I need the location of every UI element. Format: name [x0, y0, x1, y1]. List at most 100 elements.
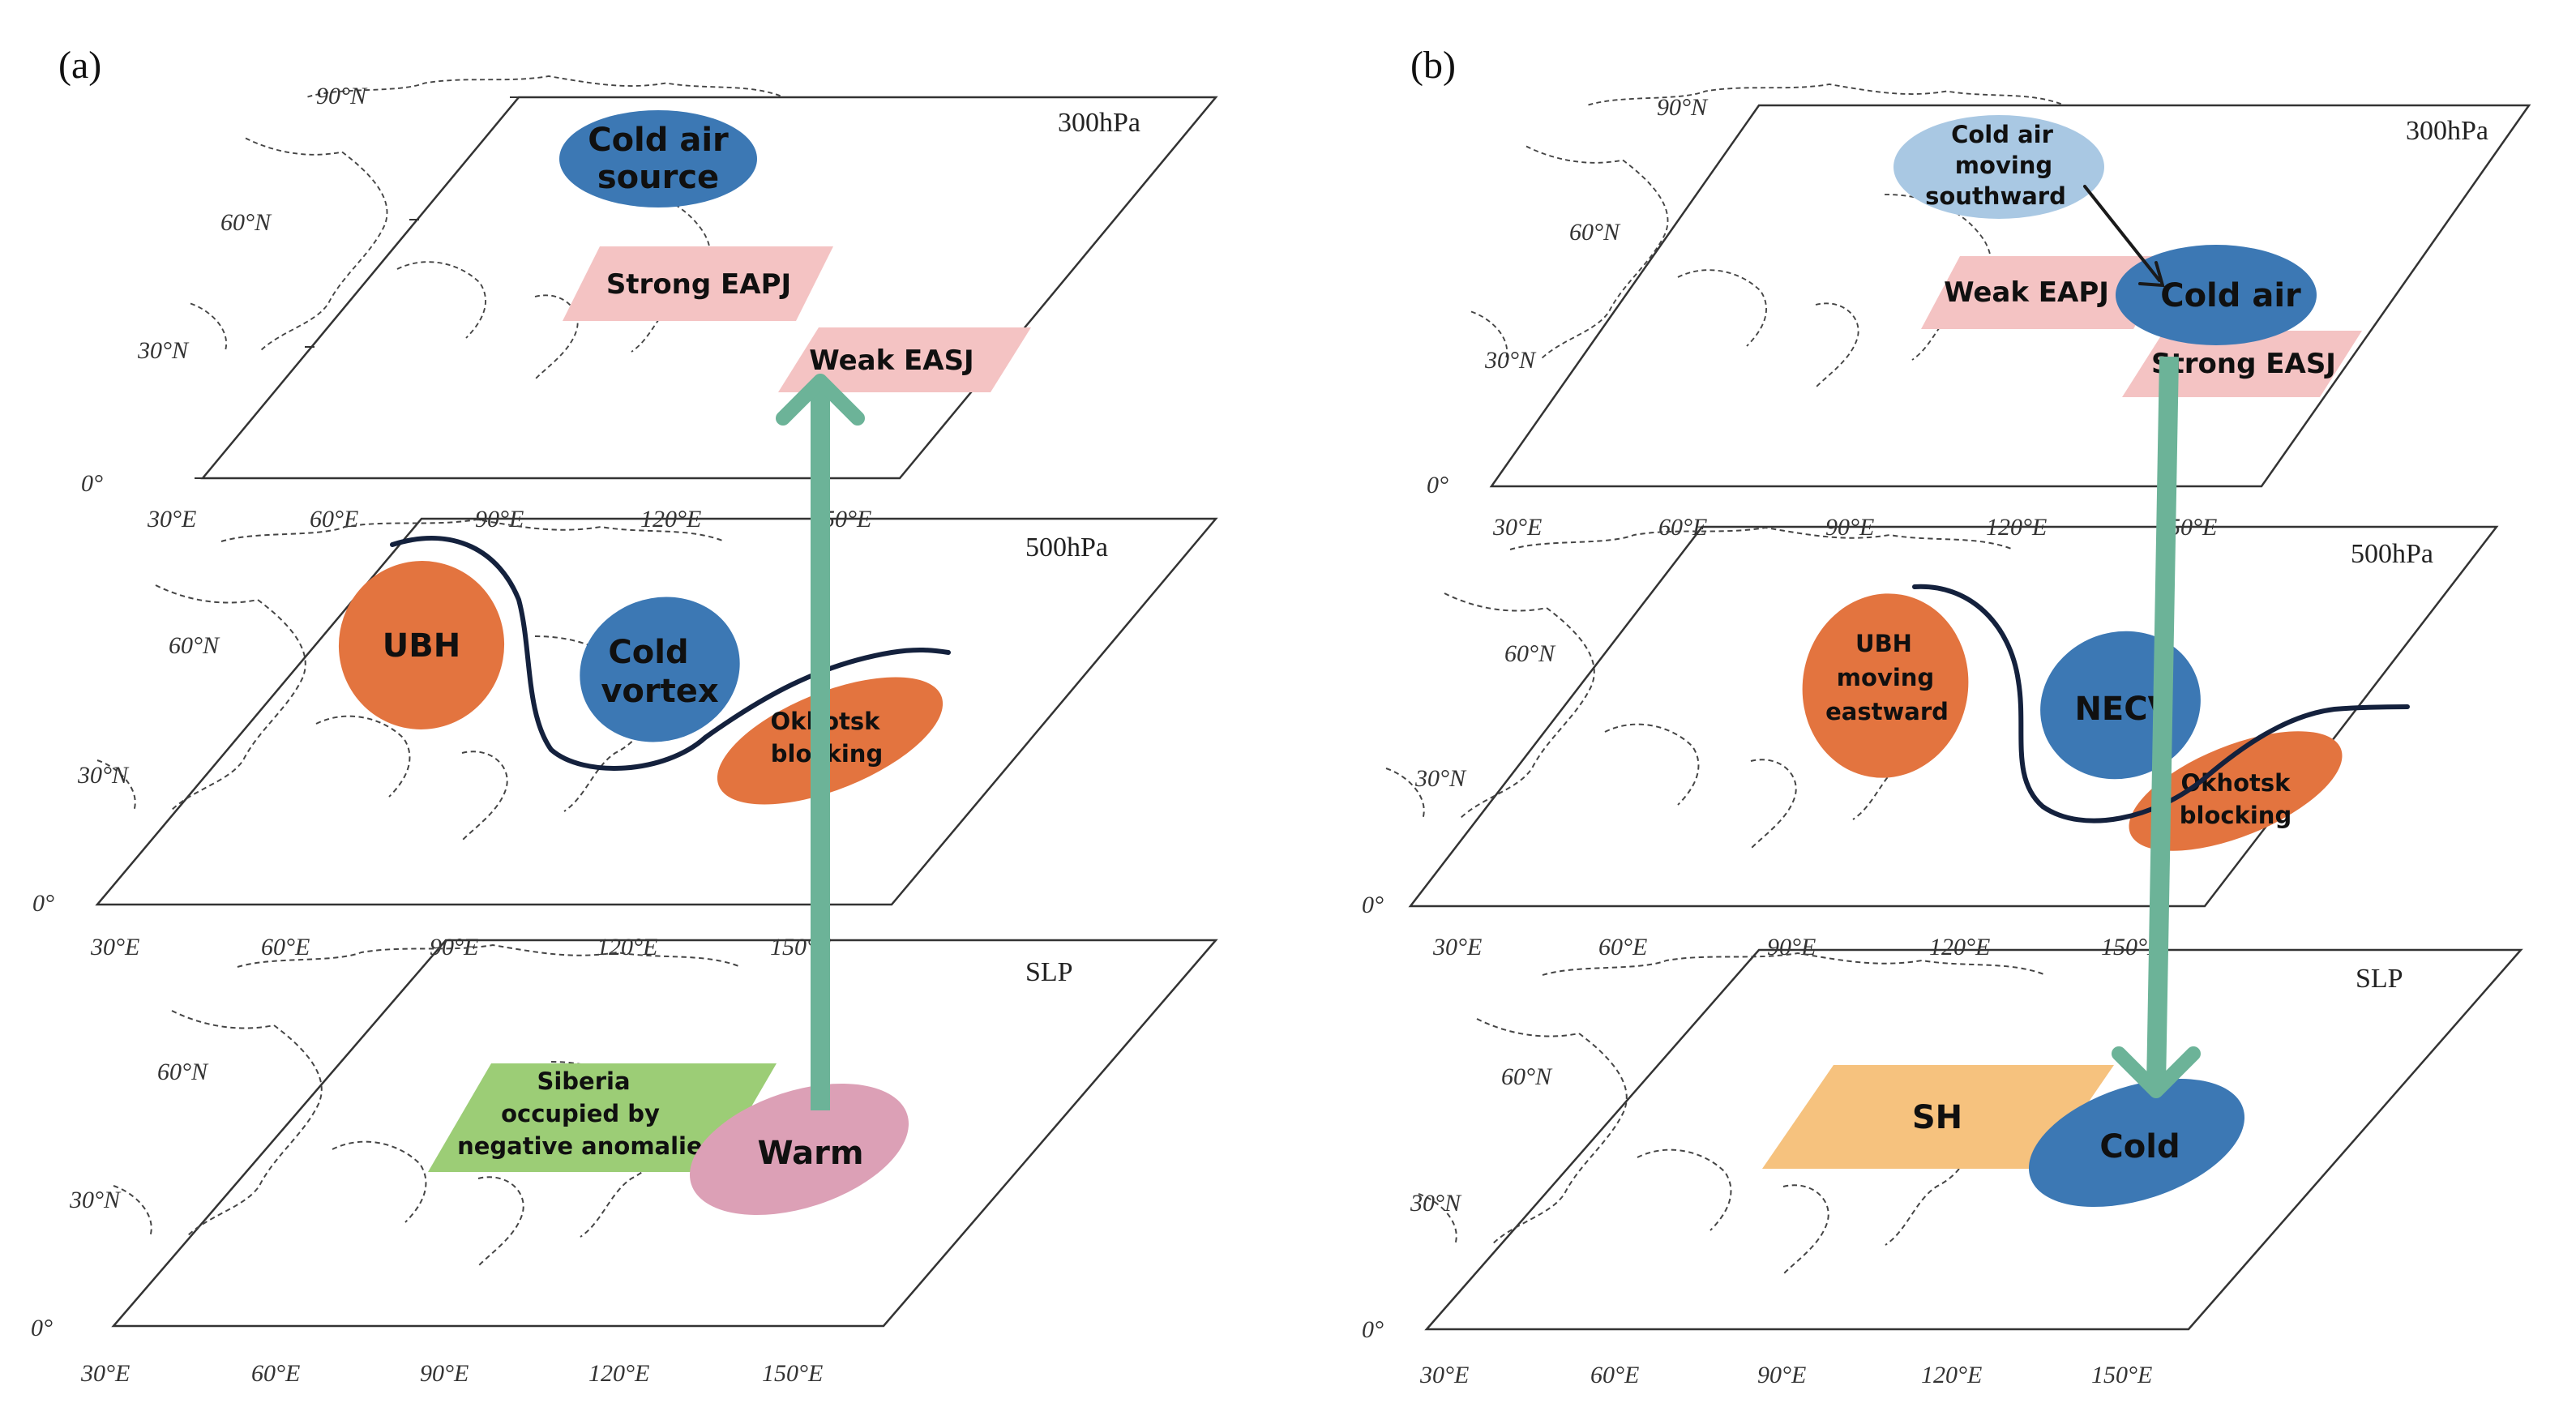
- siberia-line3: negative anomalies: [457, 1132, 717, 1160]
- cold-air-moving-line3: southward: [1925, 182, 2066, 210]
- cold-vortex-line2: vortex: [601, 673, 719, 710]
- downward-arrow: [2112, 356, 2201, 1098]
- lon-label-30e: 30°E: [1432, 934, 1482, 960]
- ubh-moving-line2: moving: [1837, 664, 1934, 691]
- weak-eapj-label: Weak EAPJ: [1944, 276, 2109, 309]
- ubh-moving-line3: eastward: [1825, 698, 1949, 725]
- contour-line: [390, 536, 951, 771]
- ubh-moving-line1: UBH: [1855, 630, 1912, 657]
- cold-air-ellipse: [2116, 245, 2317, 345]
- weak-easj-parallelogram: [778, 327, 1031, 392]
- lat-label-30n: 30°N: [1484, 347, 1537, 374]
- lon-label-120e: 120°E: [1921, 1362, 1982, 1388]
- upward-arrow: [776, 374, 865, 1110]
- strong-eapj-parallelogram: [563, 246, 833, 321]
- panel-b-letter: (b): [1410, 44, 1456, 87]
- panel-b: (b) 300hPa 0° 30°N 60°N 90°N 30°E 60°E 9…: [1362, 44, 2531, 1388]
- cold-air-moving-ellipse: [1893, 115, 2104, 219]
- siberia-line2: occupied by: [501, 1100, 660, 1127]
- ubh-moving-ellipse: [1802, 593, 1969, 778]
- ubh-label: UBH: [383, 627, 460, 665]
- lon-label-30e: 30°E: [90, 934, 139, 960]
- cold-label: Cold: [2099, 1128, 2180, 1166]
- panel-a-500hpa-label: 500hPa: [1025, 533, 1108, 562]
- siberia-parallelogram: [428, 1063, 777, 1172]
- panel-b-500hpa-label: 500hPa: [2351, 539, 2433, 569]
- lon-label-150e: 150°E: [762, 1360, 823, 1387]
- lon-label-120e: 120°E: [597, 934, 657, 960]
- siberia-line1: Siberia: [537, 1067, 630, 1095]
- lat-label-90n: 90°N: [316, 83, 368, 109]
- lat-label-30n: 30°N: [69, 1187, 122, 1213]
- panel-a-300hpa-layer: 300hPa 0° 30°N 60°N 90°N 30°E 60°E 90°E …: [81, 75, 1218, 533]
- panel-a-letter: (a): [58, 44, 101, 87]
- cold-air-label: Cold air: [2160, 277, 2301, 314]
- panel-a-slp-label: SLP: [1025, 957, 1073, 987]
- panel-a: (a) 300hPa 0° 30°N 60°N 90°N 30°E 60°E 9…: [31, 44, 1218, 1387]
- lat-label-60n: 60°N: [1501, 1063, 1553, 1090]
- okhotsk-blocking-ellipse: [2129, 731, 2343, 851]
- lon-label-60e: 60°E: [1598, 934, 1647, 960]
- southward-arrow: [2083, 185, 2165, 288]
- panel-a-slp-plane: [111, 939, 1218, 1328]
- warm-label: Warm: [757, 1135, 863, 1172]
- lon-label-60e: 60°E: [310, 506, 358, 533]
- panel-a-300hpa-label: 300hPa: [1058, 108, 1140, 138]
- cold-air-moving-line2: moving: [1955, 152, 2052, 179]
- panel-b-300hpa-plane: [1489, 104, 2531, 488]
- lat-ticks: [195, 96, 520, 479]
- panel-b-slp-layer: SLP 0° 30°N 60°N 30°E 60°E 90°E 120°E 15…: [1362, 948, 2523, 1388]
- lon-label-30e: 30°E: [1492, 514, 1542, 541]
- lon-label-90e: 90°E: [1757, 1362, 1806, 1388]
- cold-ellipse: [2028, 1078, 2245, 1208]
- lat-label-0: 0°: [1362, 892, 1384, 918]
- panel-a-slp-layer: SLP 0° 30°N 60°N 30°E 60°E 90°E 120°E 15…: [31, 939, 1218, 1387]
- lon-label-90e: 90°E: [420, 1360, 469, 1387]
- lon-label-60e: 60°E: [251, 1360, 300, 1387]
- lon-label-30e: 30°E: [80, 1360, 130, 1387]
- lon-label-150e: 150°E: [2091, 1362, 2152, 1388]
- sh-label: SH: [1912, 1099, 1962, 1136]
- panel-a-500hpa-plane: [95, 517, 1218, 906]
- lat-label-90n: 90°N: [1657, 94, 1709, 121]
- lat-label-30n: 30°N: [1410, 1190, 1462, 1217]
- lat-label-60n: 60°N: [220, 209, 272, 236]
- lat-label-30n: 30°N: [137, 337, 190, 364]
- warm-ellipse: [690, 1084, 909, 1215]
- panel-b-slp-label: SLP: [2356, 964, 2403, 994]
- strong-eapj-label: Strong EAPJ: [606, 268, 791, 301]
- lon-label-120e: 120°E: [588, 1360, 649, 1387]
- panel-b-500hpa-plane: [1408, 525, 2499, 908]
- lon-label-120e: 120°E: [1929, 934, 1990, 960]
- lat-label-60n: 60°N: [1569, 219, 1621, 246]
- sh-parallelogram: [1762, 1065, 2114, 1169]
- lat-label-30n: 30°N: [77, 762, 130, 789]
- lat-label-0: 0°: [81, 470, 103, 497]
- lon-label-60e: 60°E: [1658, 514, 1707, 541]
- panel-b-slp-plane: [1424, 948, 2523, 1331]
- panel-b-300hpa-label: 300hPa: [2406, 116, 2488, 146]
- strong-easj-label: Strong EASJ: [2151, 348, 2336, 380]
- lon-label-90e: 90°E: [430, 934, 478, 960]
- lat-label-0: 0°: [1427, 472, 1448, 498]
- cold-air-moving-line1: Cold air: [1951, 121, 2054, 148]
- lat-label-60n: 60°N: [1504, 640, 1556, 667]
- cold-air-source-line1: Cold air: [588, 122, 729, 159]
- lat-label-60n: 60°N: [157, 1059, 209, 1085]
- cold-air-source-ellipse: [559, 110, 757, 207]
- lon-label-90e: 90°E: [1767, 934, 1816, 960]
- lon-label-60e: 60°E: [261, 934, 310, 960]
- lat-label-0: 0°: [1362, 1316, 1384, 1343]
- panel-b-300hpa-layer: 300hPa 0° 30°N 60°N 90°N 30°E 60°E 90°E …: [1427, 83, 2531, 541]
- lat-label-0: 0°: [31, 1315, 53, 1341]
- panel-a-500hpa-layer: 500hPa 0° 30°N 60°N 30°E 60°E 90°E 120°E…: [32, 517, 1218, 960]
- cold-vortex-line1: Cold: [608, 634, 688, 671]
- panel-a-300hpa-plane: [200, 96, 1218, 480]
- lat-label-60n: 60°N: [169, 632, 220, 659]
- lon-label-30e: 30°E: [147, 506, 196, 533]
- lat-label-30n: 30°N: [1414, 765, 1467, 792]
- contour-line: [1912, 584, 2410, 823]
- lon-label-60e: 60°E: [1590, 1362, 1639, 1388]
- panel-b-500hpa-layer: 500hPa 0° 30°N 60°N 30°E 60°E 90°E 120°E…: [1362, 525, 2499, 960]
